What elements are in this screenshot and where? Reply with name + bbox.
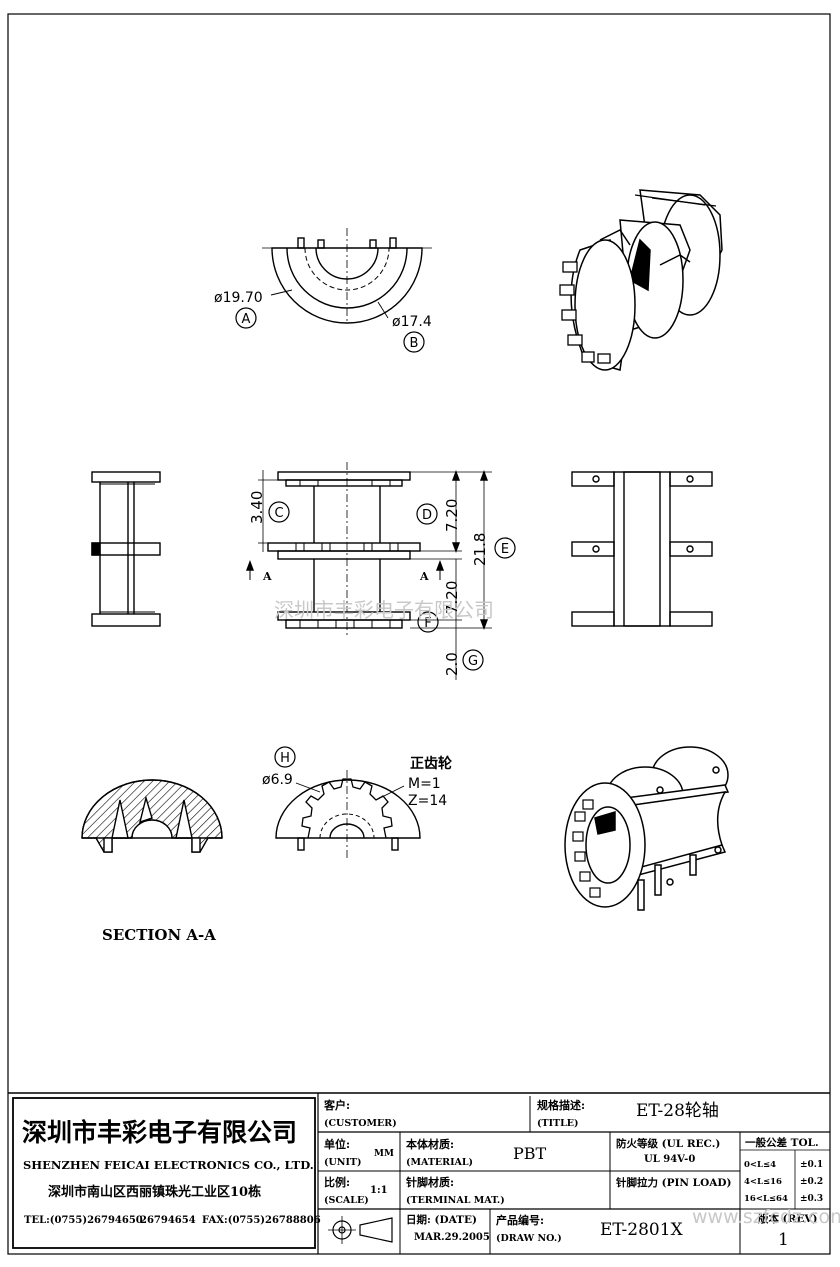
side-view-left [91,471,161,627]
section-a-a-view [81,779,223,853]
company-name-cn: 深圳市丰彩电子有限公司 [22,1118,298,1147]
dim-h-label: ø6.9 [262,772,293,788]
dim-b-label: ø17.4 [392,314,432,330]
tag-h-circle [274,746,296,768]
customer-label: 客户: [324,1099,351,1112]
section-mark-right: A [419,570,429,583]
front-view-right [571,471,713,627]
dim-c-value: 3.40 [248,491,266,524]
title-label-en: (TITLE) [537,1118,579,1129]
unit-value: MM [374,1149,394,1159]
projection-symbol [328,1216,393,1244]
gear-module: M=1 [408,776,441,792]
section-mark-left: A [262,570,272,583]
company-name-en: SHENZHEN FEICAI ELECTRONICS CO., LTD. [23,1158,314,1172]
terminal-label-en: (TERMINAL MAT.) [406,1195,505,1206]
flame-value: UL 94V-0 [644,1154,696,1165]
dim-f-value: 7.20 [443,581,461,614]
gear-view [275,770,421,860]
tag-e-circle [494,537,516,559]
unit-label-en: (UNIT) [324,1157,362,1168]
company-tel2: 26794654 [140,1215,196,1226]
watermark-text: 深圳市丰彩电子有限公司 [274,598,494,622]
material-label: 本体材质: [406,1138,455,1151]
top-half-view [262,228,432,324]
gear-title: 正齿轮 [410,755,452,772]
title-block-frame [8,1092,830,1254]
company-address: 深圳市南山区西丽镇珠光工业区10栋 [48,1185,262,1200]
tolerance-label: 一般公差 TOL. [745,1137,819,1149]
dim-g-value: 2.0 [443,652,461,676]
dim-e-value: 21.8 [471,533,489,566]
tag-g: G [468,654,478,669]
material-label-en: (MATERIAL) [406,1157,474,1168]
scale-label-en: (SCALE) [324,1195,369,1206]
flame-label: 防火等级 (UL REC.) [616,1138,721,1150]
unit-label: 单位: [324,1138,351,1151]
gear-teeth: Z=14 [408,793,447,809]
tag-g-circle [462,649,484,671]
dim-a-label: ø19.70 [214,290,263,306]
rev-label: 版本 (REV) [758,1213,818,1225]
tag-d: D [422,508,432,523]
tag-e: E [501,542,509,557]
top-isometric-view [559,189,723,371]
tag-a: A [242,312,251,327]
bottom-isometric-view [564,746,730,911]
draw-no-label: 产品编号: [496,1214,545,1227]
tol-range-3: 16<L≤64 [744,1194,788,1204]
pin-load-label: 针脚拉力 (PIN LOAD) [616,1177,732,1189]
tag-d-circle [416,503,438,525]
tol-value-1: ±0.1 [800,1160,824,1170]
draw-no-value: ET-2801X [600,1220,683,1240]
title-value: ET-28轮轴 [636,1101,719,1121]
scale-label: 比例: [324,1176,351,1189]
dim-d-value: 7.20 [443,499,461,532]
tol-range-1: 0<L≤4 [744,1160,777,1170]
front-view-center [245,462,492,680]
tol-range-2: 4<L≤16 [744,1177,782,1187]
tag-c-circle [268,501,290,523]
date-label: 日期: (DATE) [406,1214,477,1226]
tag-h: H [280,751,290,766]
tag-f-circle [417,611,439,633]
material-value: PBT [513,1144,547,1163]
section-label: SECTION A-A [102,926,216,944]
customer-label-en: (CUSTOMER) [324,1118,397,1129]
terminal-label: 针脚材质: [406,1176,455,1189]
tag-c: C [274,506,283,521]
scale-value: 1:1 [370,1185,388,1196]
tag-b-circle [403,331,425,353]
watermark-url: www.szfcdz.com [692,1206,840,1228]
rev-value: 1 [778,1230,789,1250]
tol-value-2: ±0.2 [800,1177,824,1187]
company-fax: FAX:(0755)26788806 [202,1215,321,1226]
tag-f: F [424,616,431,631]
company-tel: TEL:(0755)26794650 [24,1215,143,1226]
sheet-border [7,13,831,1255]
tag-a-circle [235,307,257,329]
date-value: MAR.29.2005 [414,1232,490,1243]
draw-no-label-en: (DRAW NO.) [496,1233,562,1244]
title-label: 规格描述: [537,1099,586,1112]
tag-b: B [410,336,419,351]
tol-value-3: ±0.3 [800,1194,824,1204]
